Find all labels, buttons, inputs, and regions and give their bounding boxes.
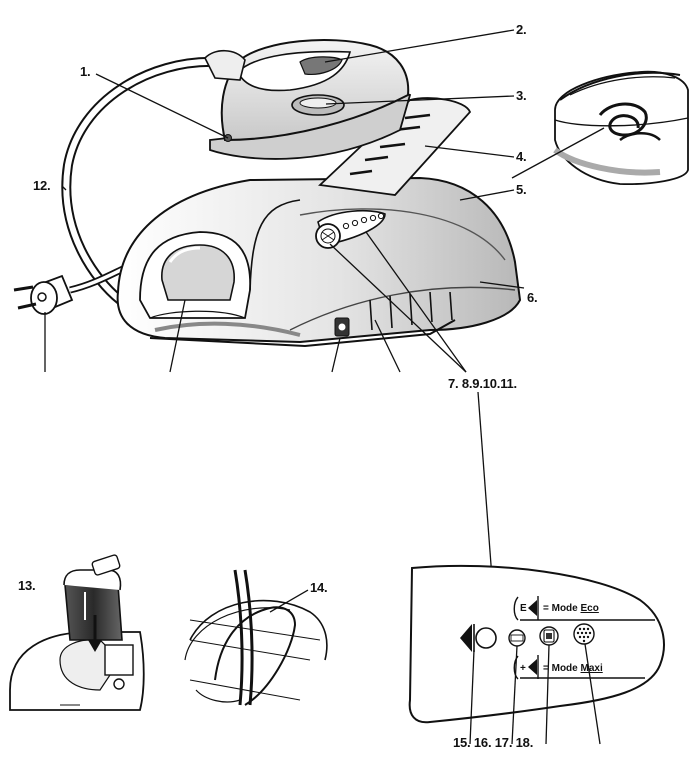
callout-14: 14. xyxy=(310,580,328,595)
cord-guide-illustration xyxy=(184,569,328,706)
eco-mode-label: = Mode Eco xyxy=(543,603,599,614)
callout-5: 5. xyxy=(516,182,527,197)
callout-1: 1. xyxy=(80,64,91,79)
maxi-mode-symbol: + xyxy=(520,663,526,674)
steam-generator-illustration xyxy=(13,39,522,348)
control-panel-detail: E = Mode Eco + = Mode Maxi xyxy=(408,564,665,745)
base-control-panel xyxy=(315,209,386,249)
eco-mode-letter: E xyxy=(520,603,527,614)
cord-storage-illustration xyxy=(553,70,689,186)
callout-13: 13. xyxy=(18,578,36,593)
iron xyxy=(204,39,412,160)
callout-2: 2. xyxy=(516,22,527,37)
callout-3: 3. xyxy=(516,88,527,103)
callout-15-18: 15. 16. 17. 18. xyxy=(453,735,534,750)
callout-4: 4. xyxy=(516,149,527,164)
callout-7-11: 7. 8.9.10.11. xyxy=(448,376,517,391)
water-cartridge-illustration xyxy=(9,554,145,711)
leader-lines xyxy=(44,29,605,579)
iron-rest-plate xyxy=(318,97,472,196)
callout-12: 12. xyxy=(33,178,51,193)
maxi-mode-label: = Mode Maxi xyxy=(543,663,603,674)
callout-6: 6. xyxy=(527,290,538,305)
power-plug xyxy=(13,274,74,315)
steam-button-detail xyxy=(475,627,497,649)
